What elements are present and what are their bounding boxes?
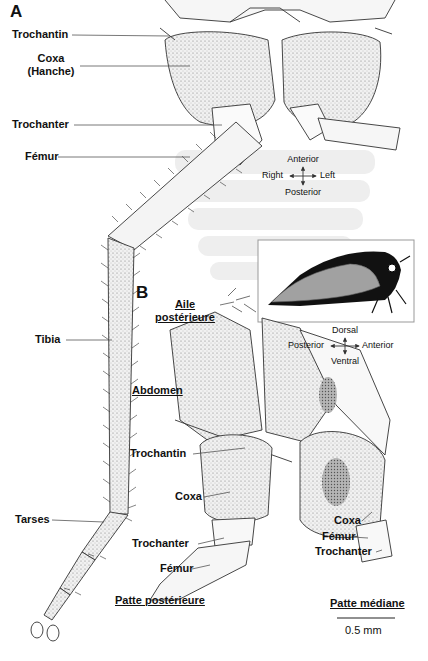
tarsus-segment	[82, 512, 128, 560]
compass	[290, 167, 316, 185]
claw	[31, 622, 43, 638]
part-label: Fémur	[322, 530, 356, 543]
panel-letter: B	[136, 283, 148, 302]
leader-line	[204, 492, 230, 497]
leg-a	[31, 122, 262, 641]
dark-area	[322, 458, 350, 506]
section-title: Abdomen	[132, 384, 183, 397]
section-title: Patte postérieure	[115, 594, 205, 607]
part-label: Tarses	[15, 513, 50, 526]
part-label: Trochantin	[12, 28, 68, 41]
part-label: Fémur	[25, 150, 59, 163]
direction-label: Dorsal	[327, 325, 363, 336]
femur-shape	[150, 541, 250, 600]
compass-arrow	[303, 176, 316, 177]
compass-arrow	[290, 176, 303, 177]
trochantin-shape	[160, 28, 392, 40]
scale-bar	[337, 617, 395, 618]
direction-label: Anterior	[283, 154, 323, 165]
compass-arrow	[303, 167, 304, 176]
claw	[47, 625, 59, 641]
insect-leg	[372, 256, 410, 313]
direction-label: Ventral	[327, 356, 363, 367]
coxa-shape	[200, 435, 272, 522]
compass-arrow	[345, 346, 359, 347]
scale-label: 0.5 mm	[345, 624, 382, 637]
sternal-plate	[230, 8, 300, 22]
leader-line	[72, 35, 170, 36]
sclerite	[170, 312, 262, 442]
part-label: Trochanter	[315, 545, 372, 558]
leader-line	[192, 565, 210, 569]
leader-line	[376, 550, 382, 552]
inset	[258, 240, 414, 322]
direction-label: Left	[320, 170, 335, 181]
ghost-segment	[188, 208, 363, 230]
insect-wing	[272, 264, 380, 302]
compass-arrow	[345, 338, 346, 346]
part-label: Coxa	[175, 490, 202, 503]
compass-arrow	[303, 176, 304, 185]
leader-line	[220, 302, 234, 305]
leader-line	[52, 520, 104, 522]
leader-line	[66, 340, 112, 341]
section-title: Patte médiane	[330, 597, 405, 610]
part-label: Fémur	[160, 562, 194, 575]
thorax-b	[150, 288, 392, 600]
insect-eye	[388, 264, 396, 272]
leader-line	[58, 157, 190, 158]
femur-shape	[318, 118, 400, 150]
sternal-plate	[165, 0, 395, 22]
leader-lines	[52, 35, 382, 569]
direction-label: Posterior	[288, 340, 324, 351]
dark-area	[319, 377, 337, 413]
inset-frame	[258, 240, 414, 322]
leader-line	[80, 66, 190, 67]
femur-shape	[108, 122, 262, 250]
direction-label: Right	[262, 170, 283, 181]
leader-line	[74, 125, 222, 126]
section-title: Aile postérieure	[150, 298, 220, 324]
compass-arrow	[331, 346, 345, 347]
coxa-shape	[300, 432, 385, 538]
leader-line	[198, 538, 224, 544]
part-label: Tibia	[35, 333, 60, 346]
tibia-shape	[108, 238, 134, 514]
wing-base	[228, 288, 256, 312]
compass	[331, 338, 359, 354]
part-label: Trochanter	[132, 537, 189, 550]
part-label: Coxa	[334, 514, 361, 527]
insect-body	[268, 251, 401, 306]
part-label: Trochantin	[130, 447, 186, 460]
leader-line	[193, 448, 245, 454]
part-label: Coxa (Hanche)	[22, 52, 80, 78]
direction-label: Anterior	[362, 340, 394, 351]
leader-line	[362, 512, 372, 521]
thorax-a	[160, 0, 400, 165]
direction-label: Posterior	[281, 187, 325, 198]
part-label: Trochanter	[12, 118, 69, 131]
tarsus-segment	[44, 588, 70, 620]
compass-arrow	[345, 346, 346, 354]
panel-letter: A	[10, 2, 22, 21]
setae	[101, 245, 140, 508]
